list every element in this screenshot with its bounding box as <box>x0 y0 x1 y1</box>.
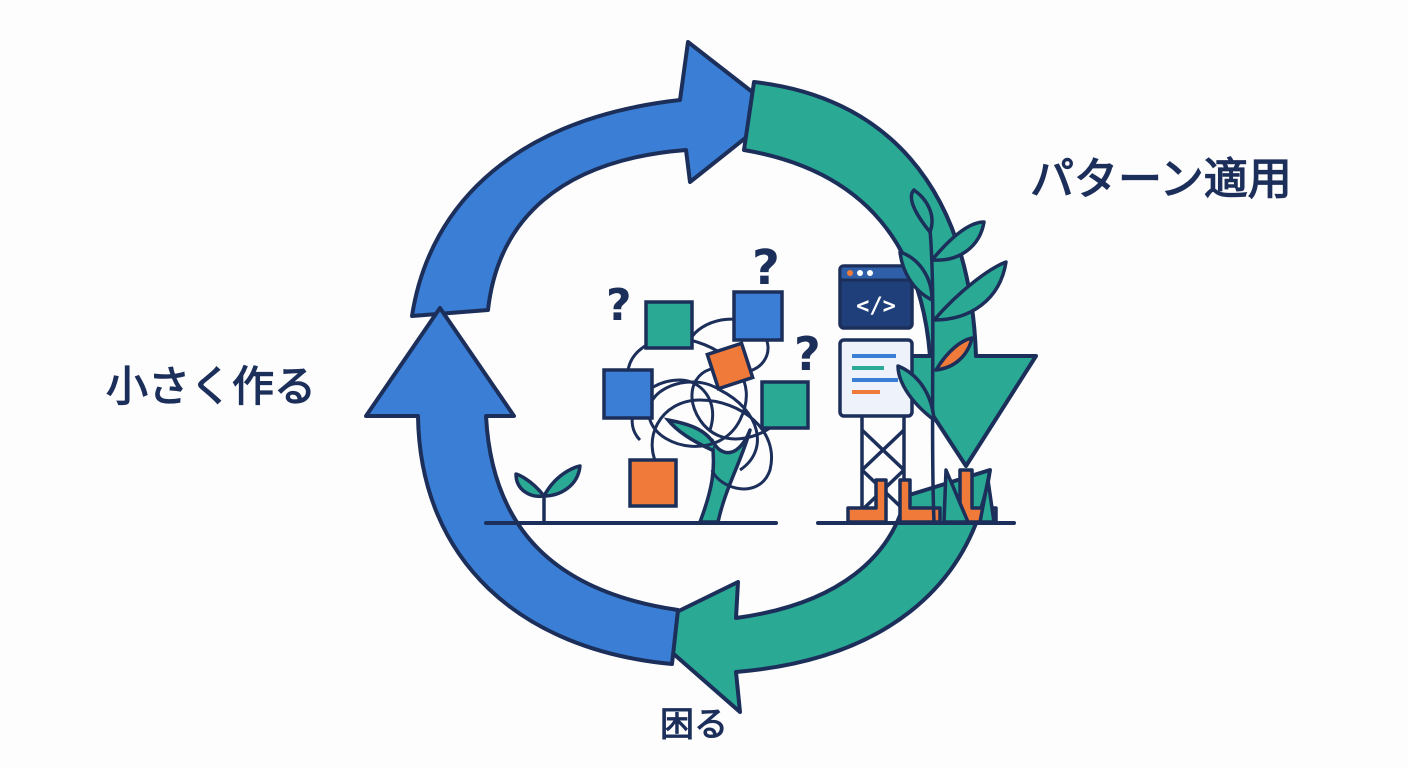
question-mark-1: ? <box>606 280 632 331</box>
question-mark-2: ? <box>752 240 780 296</box>
leafy-plant-icon <box>896 188 1008 524</box>
sprout-icon <box>514 464 582 522</box>
tangled-boxes-icon <box>602 290 810 524</box>
label-apply-pattern: パターン適用 <box>1030 154 1292 205</box>
arrow-bottom-teal <box>642 468 992 714</box>
code-symbol: </> <box>856 294 896 319</box>
arrow-right-teal <box>742 80 1038 468</box>
label-struggle: 困る <box>660 705 728 745</box>
code-window-icon: </> <box>838 264 914 330</box>
arrow-left-blue <box>364 306 680 666</box>
question-mark-3: ? <box>794 327 821 381</box>
label-build-small: 小さく作る <box>106 362 317 411</box>
arrow-top-blue <box>410 40 780 318</box>
